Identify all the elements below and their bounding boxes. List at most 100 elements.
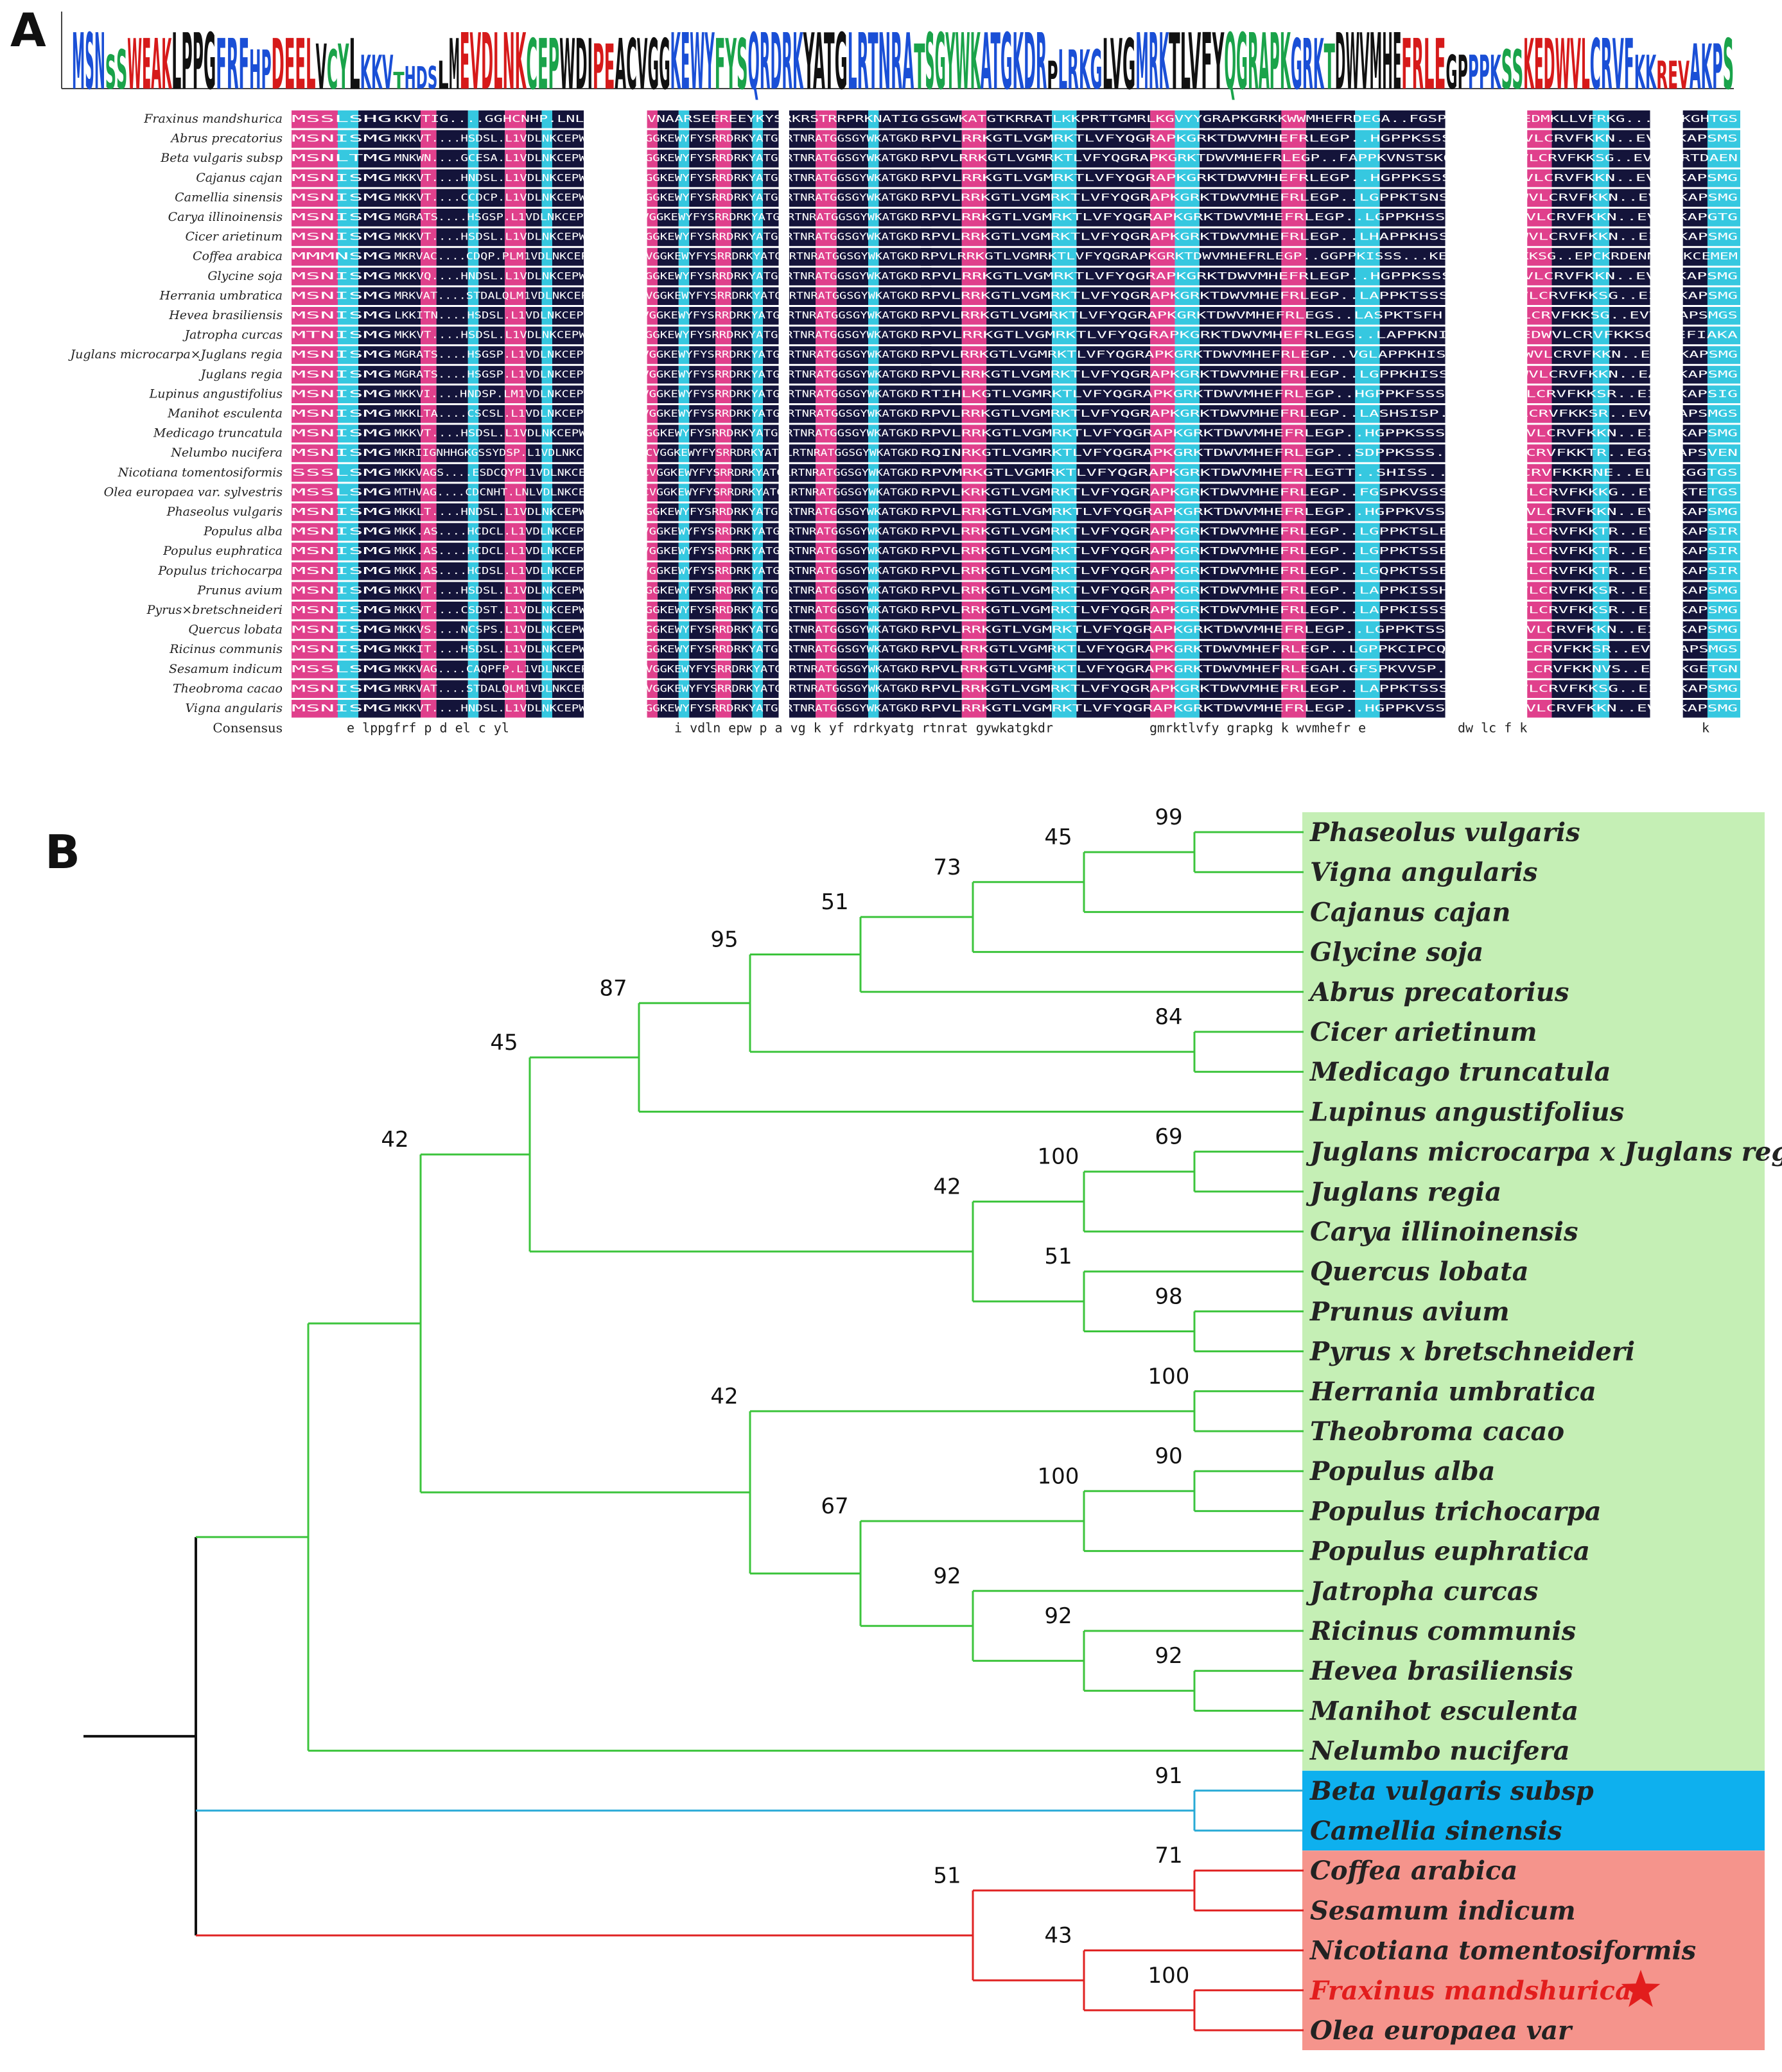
residue-shading xyxy=(1281,326,1306,345)
taxon-label: Herrania umbratica xyxy=(1309,1377,1596,1407)
consensus-label: Consensus xyxy=(213,720,283,736)
residue-shading xyxy=(868,169,879,187)
residue-shading xyxy=(467,209,479,227)
residue-shading xyxy=(1650,150,1683,168)
residue-shading xyxy=(338,189,358,207)
residue-shading xyxy=(752,365,763,384)
sequence-name: Carya illinoinensis xyxy=(168,210,283,224)
logo-letter-group: S xyxy=(1723,25,1734,105)
residue-shading xyxy=(338,228,358,247)
sequence-residues: MKRIIGNHHGKGSSYDSP.L1VDLNKCEPWDIPEAACVGG… xyxy=(394,447,918,458)
residue-shading xyxy=(1593,326,1609,345)
residue-shading xyxy=(1076,405,1151,423)
residue-shading xyxy=(678,405,690,423)
residue-shading xyxy=(1707,209,1740,227)
bootstrap-value: 45 xyxy=(490,1030,518,1056)
residue-shading xyxy=(961,365,987,384)
residue-shading xyxy=(292,405,338,423)
residue-shading xyxy=(647,307,658,325)
residue-shading xyxy=(986,307,1053,325)
residue-shading xyxy=(1175,209,1200,227)
residue-shading xyxy=(658,150,679,168)
residue-shading xyxy=(505,189,526,207)
logo-letter-group: GRK xyxy=(1291,25,1324,105)
sequence-residues: MSNISMG xyxy=(292,290,392,301)
residue-shading xyxy=(1052,267,1077,286)
sequence-residues: RTIHLKGTLVGMRKTLVFYQGRAPKGRKTDWVMHEFRLEG… xyxy=(921,388,1738,399)
sequence-residues: MSNISMG xyxy=(292,584,392,596)
sequence-residues: RPVLRRKGTLVGMRKTLVFYQGRAPKGRKTDWVMHEFRLE… xyxy=(921,250,1738,262)
residue-shading xyxy=(467,169,479,187)
logo-letter-group: QRDRK xyxy=(747,18,803,107)
sequence-residues: MSNISMG xyxy=(292,702,392,714)
residue-shading xyxy=(1609,307,1650,325)
residue-shading xyxy=(1682,228,1708,247)
residue-shading xyxy=(1682,346,1708,364)
residue-shading xyxy=(584,307,647,325)
residue-shading xyxy=(1199,267,1282,286)
residue-shading xyxy=(1052,405,1077,423)
residue-shading xyxy=(816,405,837,423)
residue-shading xyxy=(689,287,716,305)
residue-shading xyxy=(789,150,816,168)
sequence-residues: RPVLRRKGTLVGMRKTLVFYQGRAPKGRKTDWVMHEFRLE… xyxy=(921,270,1738,282)
residue-shading xyxy=(1445,365,1528,384)
logo-letter-group: L xyxy=(349,25,360,105)
residue-shading xyxy=(658,169,679,187)
residue-shading xyxy=(467,130,479,148)
residue-shading xyxy=(1609,326,1650,345)
residue-shading xyxy=(292,287,338,305)
logo-letter-group: KKV xyxy=(360,46,394,100)
consensus-segment: k xyxy=(1702,720,1709,736)
residue-shading xyxy=(358,346,394,364)
sequence-residues: MSSLSMG xyxy=(292,486,392,498)
residue-shading xyxy=(394,405,421,423)
residue-shading xyxy=(678,150,690,168)
residue-shading xyxy=(338,150,358,168)
residue-shading xyxy=(338,287,358,305)
residue-shading xyxy=(1306,228,1356,247)
sequence-name: Fraxinus mandshurica xyxy=(143,112,283,126)
residue-shading xyxy=(1707,169,1740,187)
residue-shading xyxy=(1551,209,1593,227)
residue-shading xyxy=(1593,385,1609,403)
residue-shading xyxy=(789,130,816,148)
residue-shading xyxy=(541,228,552,247)
residue-shading xyxy=(921,130,962,148)
residue-shading xyxy=(647,267,658,286)
residue-shading xyxy=(658,248,679,266)
sequence-residues: RPVLRRKGTLVGMRKTLVFYQGRAPKGRKTDWVMHEFRLE… xyxy=(921,643,1738,655)
residue-shading xyxy=(789,346,816,364)
residue-shading xyxy=(1306,189,1356,207)
residue-shading xyxy=(1445,287,1528,305)
taxon-label: Nelumbo nucifera xyxy=(1309,1736,1570,1766)
taxon-label: Carya illinoinensis xyxy=(1310,1217,1578,1247)
residue-shading xyxy=(1707,228,1740,247)
logo-letter-group: PPK xyxy=(1468,46,1502,100)
logo-letter-group: S xyxy=(105,46,116,100)
residue-shading xyxy=(552,405,584,423)
residue-shading xyxy=(1682,405,1708,423)
residue-shading xyxy=(552,267,584,286)
residue-shading xyxy=(358,307,394,325)
residue-shading xyxy=(731,287,753,305)
taxon-label: Quercus lobata xyxy=(1310,1257,1529,1287)
residue-shading xyxy=(986,189,1053,207)
taxon-label: Fraxinus mandshurica xyxy=(1309,1976,1632,2006)
sequence-name: Medicago truncatula xyxy=(153,426,283,440)
residue-shading xyxy=(467,228,479,247)
residue-shading xyxy=(467,405,479,423)
sequence-residues: MGRATS....HSGSP.L1VDLNKCEPWDIPEAACVGGKEW… xyxy=(394,349,918,360)
residue-shading xyxy=(526,326,542,345)
residue-shading xyxy=(1650,209,1683,227)
residue-shading xyxy=(1551,365,1593,384)
logo-letter-group: SS xyxy=(1501,39,1524,101)
residue-shading xyxy=(1052,307,1077,325)
residue-shading xyxy=(752,110,763,128)
residue-shading xyxy=(436,150,468,168)
